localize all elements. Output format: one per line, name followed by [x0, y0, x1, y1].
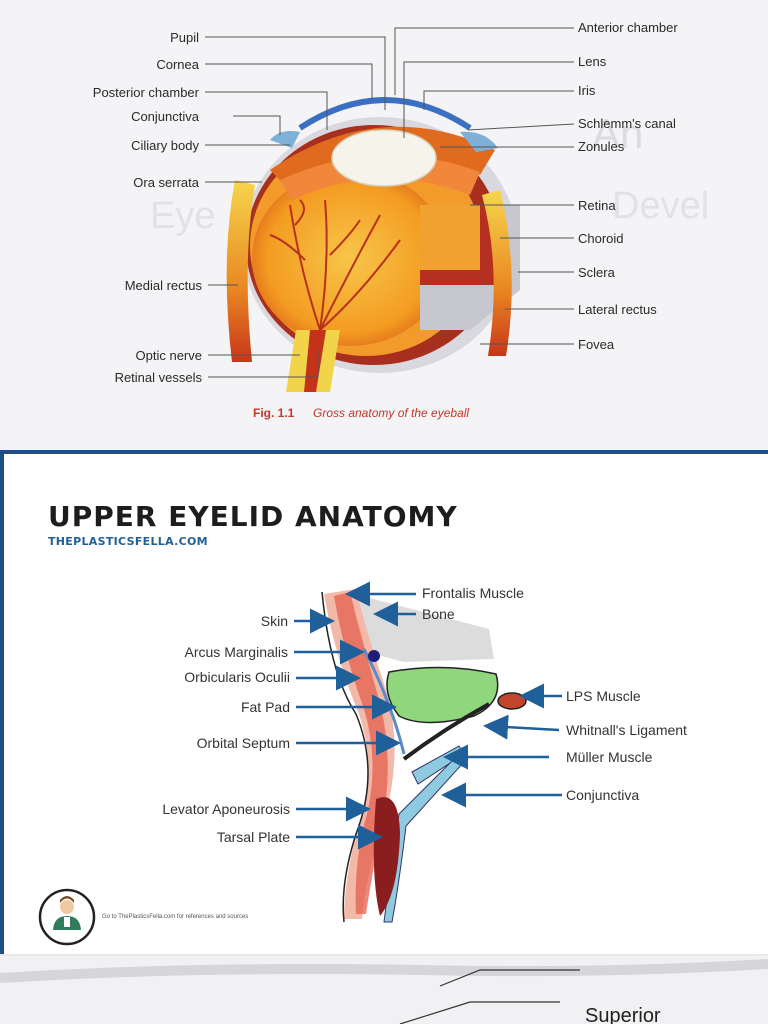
panel-divider [0, 450, 768, 454]
bottom-partial-page: Superior [0, 956, 768, 1024]
eyeball-anatomy-figure: An Eye Devel [0, 0, 768, 452]
eye-label-schlemms-canal: Schlemm's canal [578, 116, 676, 131]
lid-label-levator-aponeurosis: Levator Aponeurosis [162, 801, 290, 817]
eyelid-title: UPPER EYELID ANATOMY [48, 500, 458, 533]
eye-label-choroid: Choroid [578, 231, 624, 246]
svg-text:Devel: Devel [612, 185, 709, 227]
eye-label-optic-nerve: Optic nerve [136, 348, 202, 363]
lid-label-orbicularis-oculii: Orbicularis Oculii [184, 669, 290, 685]
eye-caption-prefix: Fig. 1.1 [253, 406, 295, 420]
eye-label-iris: Iris [578, 83, 596, 98]
eye-label-medial-rectus: Medial rectus [125, 278, 203, 293]
eyeball-illustration [226, 97, 520, 392]
lid-label-muller-muscle: Müller Muscle [566, 749, 653, 765]
lid-label-lps-muscle: LPS Muscle [566, 688, 641, 704]
eyeball-diagram: An Eye Devel [93, 20, 709, 420]
bottom-partial-diagram: Superior [0, 959, 768, 1024]
upper-eyelid-anatomy-card: UPPER EYELID ANATOMY THEPLASTICSFELLA.CO… [0, 454, 768, 954]
eye-label-fovea: Fovea [578, 337, 615, 352]
lid-label-frontalis-muscle: Frontalis Muscle [422, 585, 524, 601]
eye-label-zonules: Zonules [578, 139, 625, 154]
eye-label-sclera: Sclera [578, 265, 616, 280]
eye-label-lens: Lens [578, 54, 607, 69]
eye-caption-text: Gross anatomy of the eyeball [313, 406, 469, 420]
lid-label-fat-pad: Fat Pad [241, 699, 290, 715]
lid-label-orbital-septum: Orbital Septum [197, 735, 290, 751]
eye-label-anterior-chamber: Anterior chamber [578, 20, 678, 35]
eye-label-lateral-rectus: Lateral rectus [578, 302, 657, 317]
eyelid-footer-note: Go to ThePlasticsFella.com for reference… [102, 914, 249, 920]
doctor-avatar-icon[interactable] [38, 888, 96, 946]
lid-label-arcus-marginalis: Arcus Marginalis [185, 644, 288, 660]
eye-label-retina: Retina [578, 198, 616, 213]
eye-label-retinal-vessels: Retinal vessels [115, 370, 203, 385]
lid-label-skin: Skin [261, 613, 288, 629]
eye-label-pupil: Pupil [170, 30, 199, 45]
eye-label-cornea: Cornea [156, 57, 199, 72]
lid-label-tarsal-plate: Tarsal Plate [217, 829, 290, 845]
eye-label-conjunctiva: Conjunctiva [131, 109, 200, 124]
eyelid-site-link[interactable]: THEPLASTICSFELLA.COM [48, 535, 208, 548]
lid-label-bone: Bone [422, 606, 455, 622]
eye-label-ora-serrata: Ora serrata [133, 175, 200, 190]
eyelid-illustration [321, 589, 527, 923]
eye-label-posterior-chamber: Posterior chamber [93, 85, 200, 100]
svg-text:An: An [592, 110, 643, 157]
lid-label-conjunctiva: Conjunctiva [566, 787, 639, 803]
lid-label-whitnalls-ligament: Whitnall's Ligament [566, 722, 687, 738]
eyelid-diagram: Skin Arcus Marginalis Orbicularis Oculii… [38, 581, 687, 946]
eye-label-ciliary-body: Ciliary body [131, 138, 199, 153]
bottom-label-superior: Superior [585, 1005, 661, 1024]
svg-text:Eye: Eye [150, 195, 215, 237]
